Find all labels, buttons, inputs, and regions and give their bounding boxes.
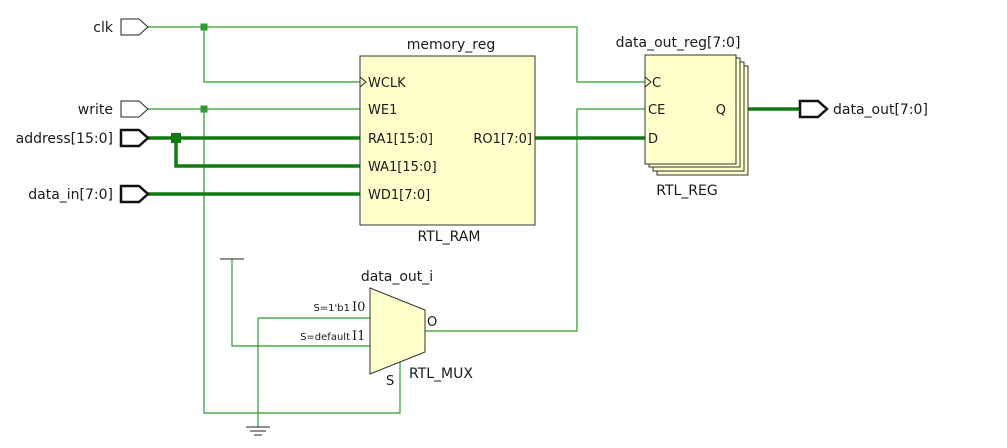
wire-write-to-mux-sel[interactable] (203, 109, 401, 414)
mux-instance-name: data_out_i (361, 269, 433, 285)
buses (148, 107, 800, 196)
register-body (644, 54, 737, 165)
register-pin-ce: CE (648, 103, 665, 118)
memory-pin-wa1: WA1[15:0] (368, 160, 437, 175)
memory-pin-wd1: WD1[7:0] (368, 188, 430, 203)
clock-edge-icon (359, 76, 367, 88)
port-label-clk: clk (93, 20, 114, 36)
register-instance-name: data_out_reg[7:0] (616, 35, 741, 51)
junction-address (171, 133, 181, 143)
input-port-data-in[interactable]: data_in[7:0] (28, 184, 150, 204)
mux-body (369, 287, 426, 375)
memory-pin-ro1: RO1[7:0] (473, 132, 532, 147)
port-label-write: write (78, 102, 113, 118)
wire-clk[interactable] (148, 26, 645, 83)
memory-cell[interactable]: memory_reg WCLK WE1 RA1[15:0] WA1[15:0] … (359, 37, 536, 245)
port-label-data-in: data_in[7:0] (28, 187, 113, 203)
mux-pin-i1: I1 (352, 329, 365, 344)
junction-clk (200, 23, 208, 31)
memory-pin-wclk: WCLK (368, 76, 406, 91)
register-pin-d: D (648, 132, 658, 147)
input-port-write[interactable]: write (78, 100, 149, 118)
port-label-data-out: data_out[7:0] (833, 102, 928, 118)
register-pin-q: Q (716, 103, 726, 118)
input-port-clk[interactable]: clk (93, 18, 149, 36)
bus-address-to-wa1[interactable] (174, 138, 360, 168)
memory-cell-type: RTL_RAM (418, 229, 481, 245)
mux-condition-i0: S=1'b1 (313, 303, 350, 314)
port-label-address: address[15:0] (16, 131, 113, 147)
memory-pin-we1: WE1 (368, 103, 397, 118)
output-port-data-out[interactable]: data_out[7:0] (798, 99, 928, 119)
junction-write (200, 105, 208, 113)
mux-cell-type: RTL_MUX (409, 366, 473, 382)
wire-mux-out[interactable] (425, 108, 645, 332)
memory-instance-name: memory_reg (407, 37, 495, 53)
wires (148, 26, 645, 427)
mux-pin-i0: I0 (352, 300, 365, 315)
register-cell-type: RTL_REG (656, 183, 717, 199)
memory-body (359, 55, 536, 226)
register-cell[interactable]: data_out_reg[7:0] C CE D Q RTL_REG (616, 35, 749, 199)
memory-pin-ra1: RA1[15:0] (368, 132, 433, 147)
ground-symbol (246, 426, 270, 436)
input-port-address[interactable]: address[15:0] (16, 128, 150, 148)
wire-vcc[interactable] (231, 259, 370, 347)
mux-pin-o: O (427, 315, 437, 330)
mux-cell[interactable]: data_out_i S=1'b1 S=default I0 I1 O S RT… (300, 269, 473, 389)
register-pin-c: C (652, 76, 661, 91)
mux-condition-i1: S=default (300, 332, 350, 343)
mux-pin-s: S (386, 374, 394, 389)
wire-clk-to-wclk[interactable] (203, 27, 360, 83)
clock-edge-icon (644, 76, 652, 88)
